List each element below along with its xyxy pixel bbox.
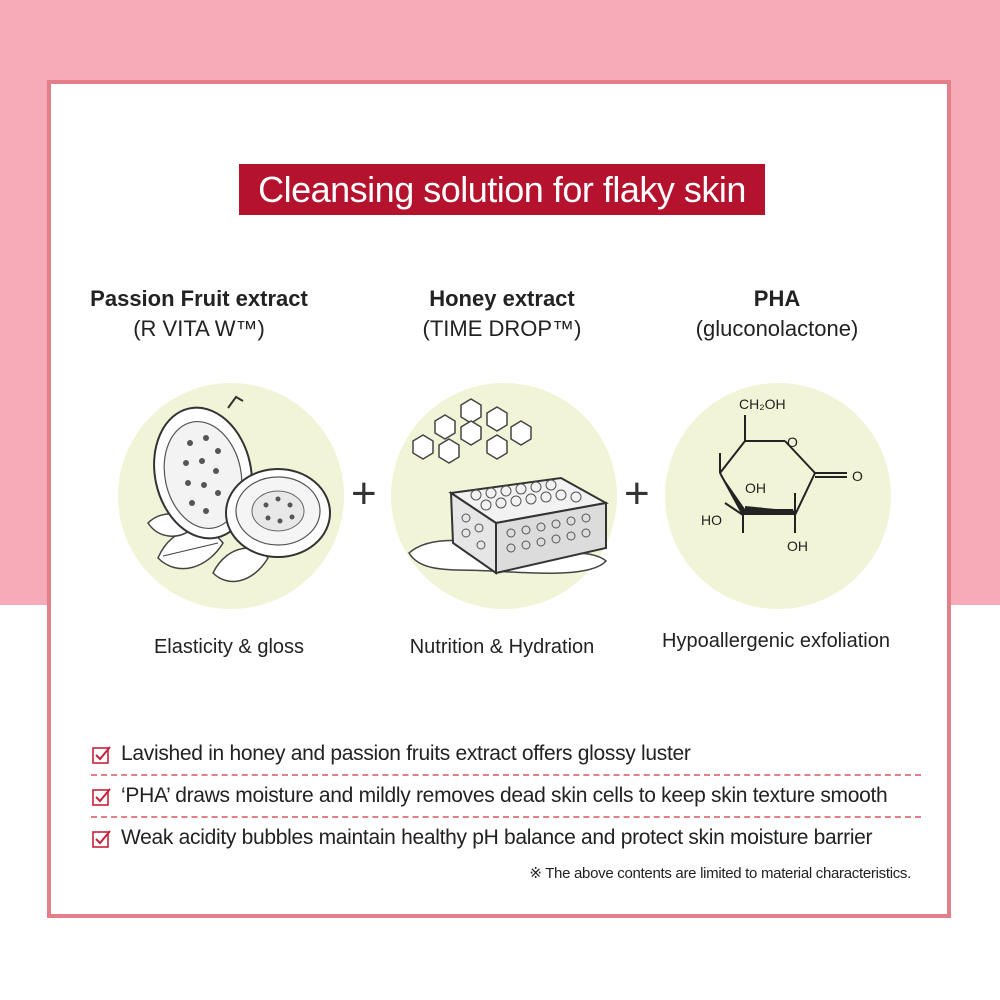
plus-sign: + [351,469,377,518]
gluconolactone-structure-icon: CH₂OH O O OH HO OH [665,383,891,609]
ingredient-passion-fruit: Passion Fruit extract (R VITA W™) [64,284,334,344]
molecule-label: OH [787,538,808,554]
honeycomb-icon [391,383,617,609]
ingredient-name: Honey extract [429,286,575,311]
ingredient-honey: Honey extract (TIME DROP™) [367,284,637,344]
ingredient-benefit: Nutrition & Hydration [409,636,595,658]
ingredient-pha: PHA (gluconolactone) [642,284,912,344]
molecule-label: OH [745,480,766,496]
ingredient-benefit: Hypoallergenic exfoliation [662,630,890,652]
ingredient-name: Passion Fruit extract [90,286,308,311]
feature-item: Lavished in honey and passion fruits ext… [91,734,921,776]
molecule-label: O [852,468,863,484]
disclaimer-note: ※ The above contents are limited to mate… [529,865,911,882]
checkbox-checked-icon [92,746,111,764]
info-card: Cleansing solution for flaky skin Passio… [47,80,951,918]
checkbox-checked-icon [92,788,111,806]
ingredient-name: PHA [753,286,801,311]
feature-text: Weak acidity bubbles maintain healthy pH… [121,826,873,849]
checkbox-checked-icon [92,830,111,848]
feature-text: Lavished in honey and passion fruits ext… [121,742,691,765]
molecule-label: CH₂OH [739,396,786,412]
feature-list: Lavished in honey and passion fruits ext… [91,734,921,858]
passion-fruit-icon [118,383,344,609]
ingredient-subtitle: (R VITA W™) [133,316,265,341]
feature-text: ‘PHA’ draws moisture and mildly removes … [121,784,888,807]
molecule-label: O [787,434,798,450]
ingredient-subtitle: (TIME DROP™) [422,316,582,341]
molecule-label: HO [701,512,722,528]
page-title: Cleansing solution for flaky skin [258,168,746,210]
feature-item: Weak acidity bubbles maintain healthy pH… [91,818,921,858]
feature-item: ‘PHA’ draws moisture and mildly removes … [91,776,921,818]
title-banner: Cleansing solution for flaky skin [239,164,765,215]
ingredient-benefit: Elasticity & gloss [153,636,305,658]
ingredient-subtitle: (gluconolactone) [695,316,859,341]
plus-sign: + [624,469,650,518]
